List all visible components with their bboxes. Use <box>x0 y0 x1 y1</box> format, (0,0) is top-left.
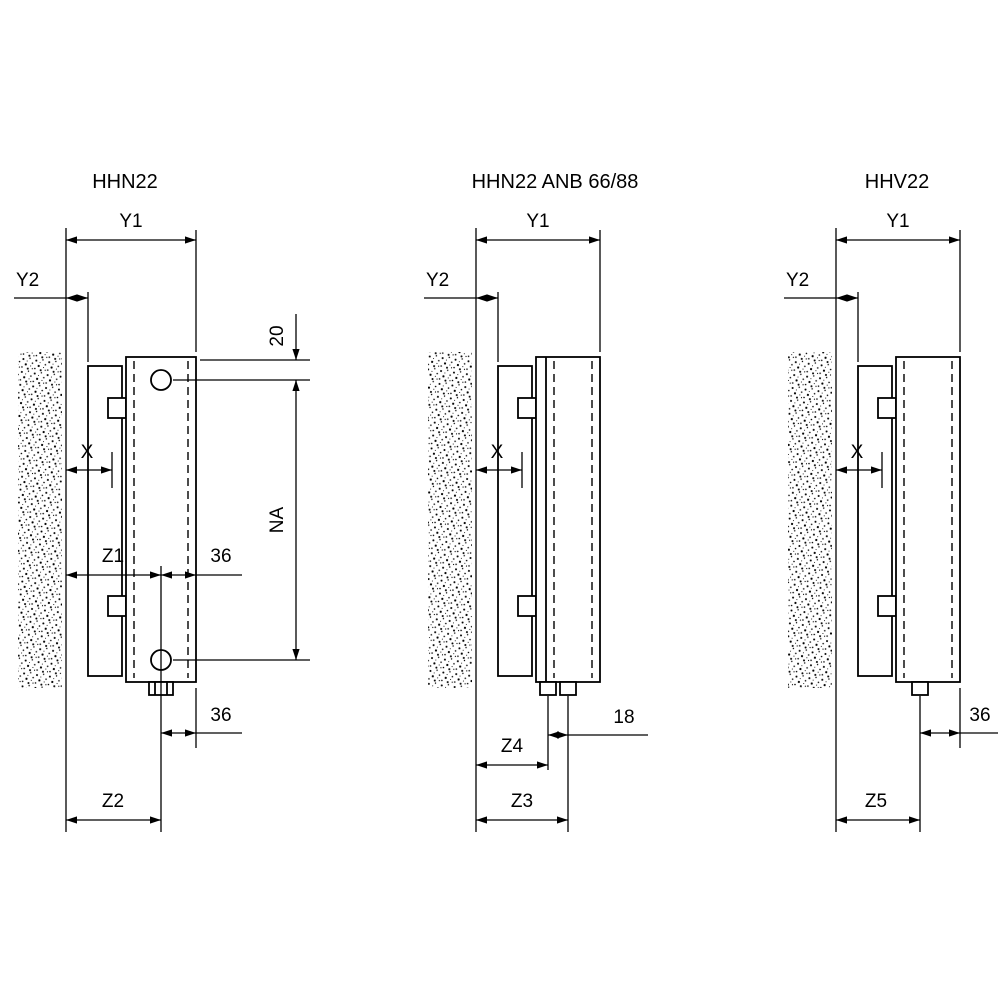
dim-label-20: 20 <box>267 325 288 346</box>
dim-20-na: 20 NA <box>173 314 310 661</box>
bottom-connection-right <box>559 681 577 696</box>
dim-label-x: X <box>81 442 94 463</box>
dim-36: 36 <box>920 688 998 748</box>
dim-label-z4: Z4 <box>501 736 524 757</box>
dim-label-z1: Z1 <box>102 546 124 567</box>
dim-label-36-bottom: 36 <box>210 705 231 726</box>
radiator-body <box>857 356 961 696</box>
diagram-hhv22: HHV22 Y1 Y2 <box>784 171 998 832</box>
wall-texture <box>788 352 832 688</box>
bracket-bottom <box>877 595 897 617</box>
dim-x: X <box>66 442 113 488</box>
dim-label-y1: Y1 <box>886 211 909 232</box>
dim-label-y2: Y2 <box>786 270 809 291</box>
dim-y1: Y1 <box>836 211 961 352</box>
dim-18: 18 <box>548 707 648 739</box>
dim-z3: Z3 <box>476 791 568 824</box>
wall-texture <box>18 352 62 688</box>
dim-x: X <box>836 442 883 488</box>
dim-36-bottom: 36 <box>161 688 242 748</box>
bracket-top <box>877 397 897 419</box>
bracket-top <box>107 397 127 419</box>
diagram-hhn22-anb: HHN22 ANB 66/88 Y1 Y <box>424 171 648 832</box>
dim-y2: Y2 <box>424 270 499 362</box>
bottom-connection <box>911 681 929 696</box>
dim-label-36-top: 36 <box>210 546 231 567</box>
radiator-body <box>87 356 197 696</box>
dim-label-z3: Z3 <box>511 791 533 812</box>
dim-label-y1: Y1 <box>119 211 142 232</box>
dim-x: X <box>476 442 523 488</box>
dim-label-x: X <box>851 442 864 463</box>
dim-label-na: NA <box>267 506 288 533</box>
dim-label-36: 36 <box>969 705 990 726</box>
dim-z4: Z4 <box>476 736 548 769</box>
bracket-bottom <box>107 595 127 617</box>
dim-label-y1: Y1 <box>526 211 549 232</box>
dim-z1-36: Z1 36 <box>66 546 242 579</box>
diagram-title: HHV22 <box>865 171 929 193</box>
dim-y2: Y2 <box>14 270 89 362</box>
tapping-top <box>150 369 172 391</box>
diagram-title: HHN22 ANB 66/88 <box>472 171 639 193</box>
dim-y1: Y1 <box>476 211 601 352</box>
radiator-body <box>497 356 601 696</box>
dim-label-y2: Y2 <box>426 270 449 291</box>
wall-texture <box>428 352 472 688</box>
dim-label-x: X <box>491 442 504 463</box>
dim-z5: Z5 <box>836 791 920 824</box>
diagram-title: HHN22 <box>92 171 158 193</box>
diagram-hhn22: HHN22 Y1 <box>14 171 310 832</box>
dim-label-z5: Z5 <box>865 791 887 812</box>
dim-label-z2: Z2 <box>102 791 124 812</box>
dim-label-18: 18 <box>613 707 634 728</box>
dim-z2: Z2 <box>66 791 161 824</box>
bracket-bottom <box>517 595 537 617</box>
bracket-top <box>517 397 537 419</box>
bottom-connection-left <box>539 681 557 696</box>
dim-y1: Y1 <box>66 211 197 352</box>
radiator-front-panel <box>895 356 961 683</box>
dim-y2: Y2 <box>784 270 859 362</box>
dim-label-y2: Y2 <box>16 270 39 291</box>
